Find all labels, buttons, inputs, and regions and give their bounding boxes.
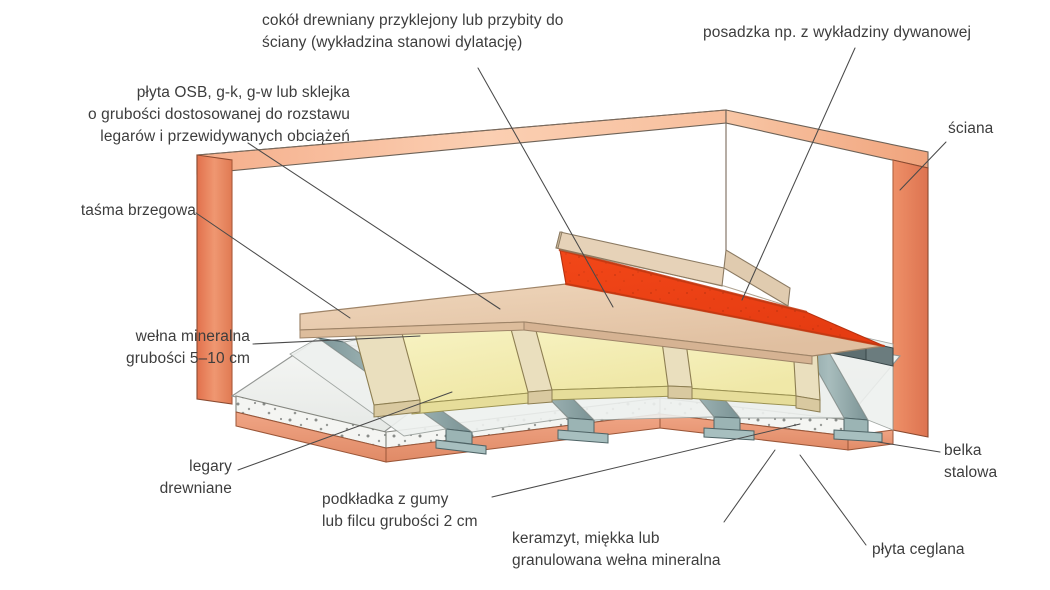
label-welna-mineralna: wełna mineralna grubości 5–10 cm [126, 328, 250, 367]
sciana-prawa-gorna [725, 109, 929, 169]
leader-posadzka [741, 47, 856, 301]
leader-plyta-ceglana [799, 454, 867, 546]
podkladka-gumowa-1 [435, 439, 487, 455]
sciana-group [196, 109, 929, 438]
leader-plyta-osb [247, 142, 501, 310]
leader-belka-stalowa [877, 441, 941, 453]
label-sciana: ściana [948, 120, 994, 137]
podkladka-gumowa-3 [703, 427, 755, 441]
label-posadzka: posadzka np. z wykładziny dywanowej [703, 24, 971, 41]
leader-podkladka [491, 423, 801, 498]
label-podkladka-gumowa: podkładka z gumy lub filcu grubości 2 cm [322, 491, 478, 530]
leader-welna-mineralna [252, 335, 421, 345]
label-cokol-drewniany: cokół drewniany przyklejony lub przybity… [262, 12, 564, 51]
label-tasma-brzegowa: taśma brzegowa [80, 202, 196, 219]
leader-tasma-brzegowa [195, 212, 351, 319]
plyta-osb-group [299, 283, 885, 365]
leader-sciana [899, 141, 947, 191]
leader-cokol [477, 67, 614, 308]
leader-legary [237, 391, 453, 471]
podkladka-gumowa-4 [833, 429, 883, 443]
leader-keramzyt [723, 449, 776, 523]
sciana-slup-prawy [892, 159, 929, 438]
podkladka-gumowa-2 [557, 429, 609, 444]
label-legary-drewniane: legary drewniane [159, 458, 232, 497]
cokol-drewniany-group [555, 123, 791, 307]
cokol-prawy [723, 249, 791, 307]
leader-lines [195, 47, 947, 546]
plyta-osb-czolo-prawe [523, 321, 813, 365]
label-plyta-osb: płyta OSB, g-k, g-w lub sklejka o gruboś… [88, 84, 350, 145]
label-keramzyt: keramzyt, miękka lub granulowana wełna m… [512, 530, 721, 569]
label-belka-stalowa: belka stalowa [944, 442, 998, 481]
label-plyta-ceglana: płyta ceglana [872, 541, 965, 558]
posadzka-group [558, 248, 886, 348]
